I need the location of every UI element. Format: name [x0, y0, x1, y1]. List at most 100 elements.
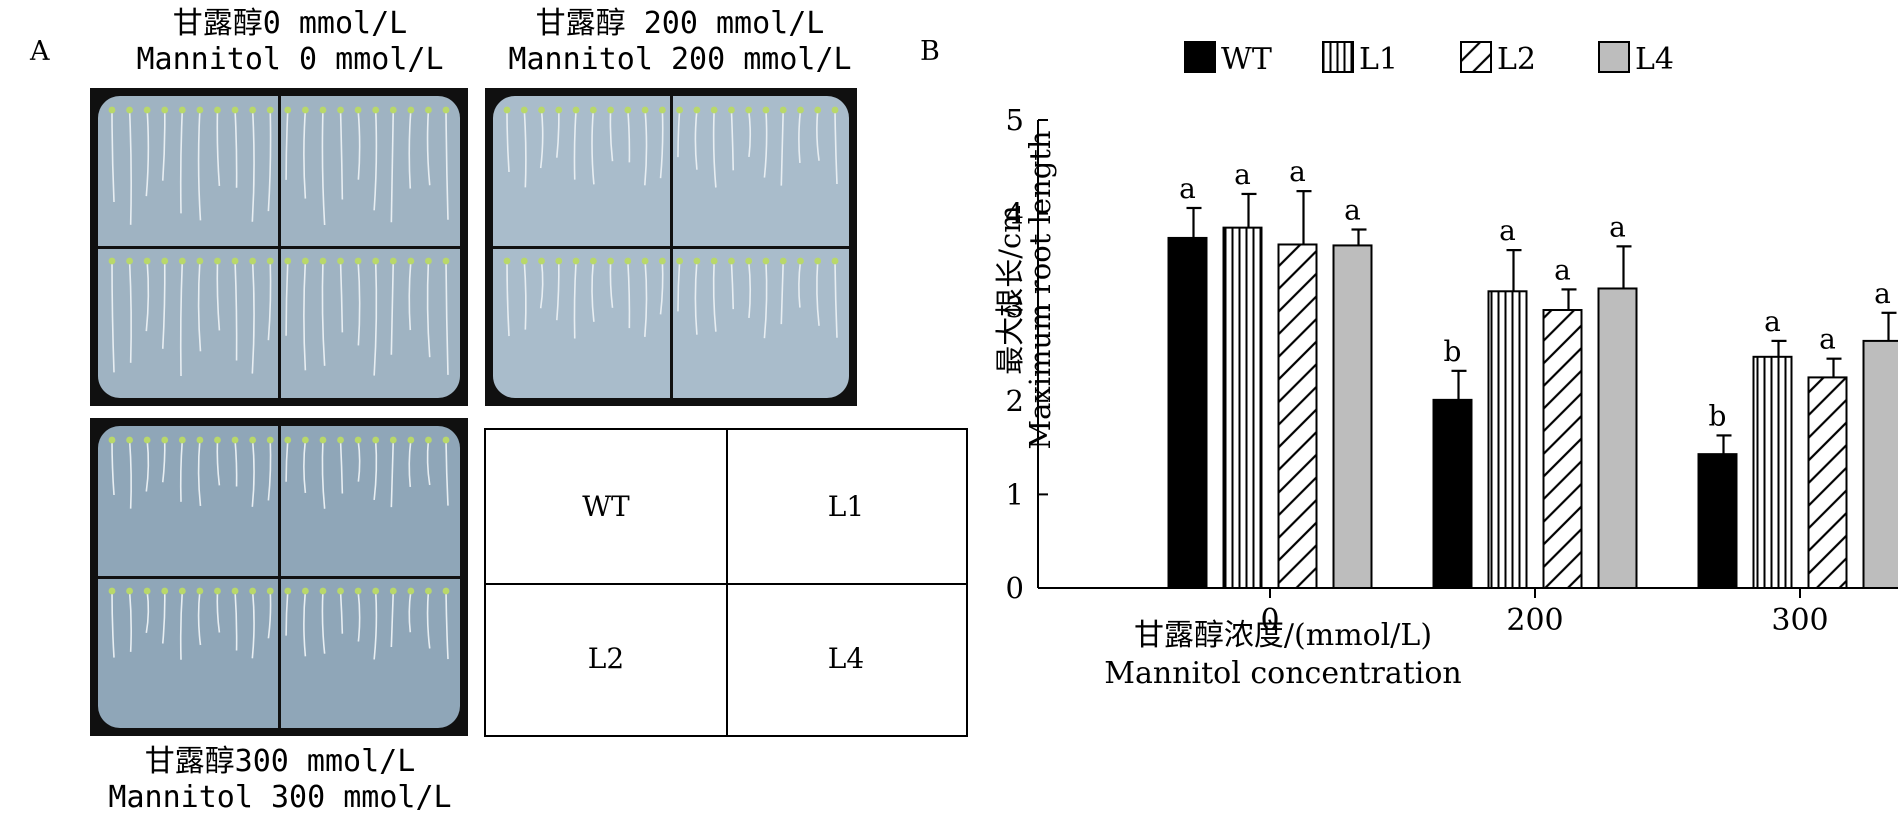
seedling-root — [267, 260, 272, 341]
caption-200mm-cn: 甘露醇 200 mmol/L — [535, 6, 825, 41]
seedling-leaf — [108, 436, 116, 444]
seedling-root — [145, 260, 150, 332]
seedling-leaf — [779, 257, 787, 265]
seedling-root — [339, 260, 344, 333]
seedling-root — [111, 260, 115, 373]
significance-letter: a — [1179, 172, 1196, 205]
seedling-leaf — [745, 106, 753, 114]
seedling-leaf — [196, 106, 204, 114]
seedling-root — [357, 590, 361, 642]
seedling-root — [816, 260, 820, 326]
seedling-leaf — [196, 587, 204, 595]
legend-swatch-l2 — [1460, 41, 1492, 73]
seedling-root — [161, 590, 166, 644]
seedling-leaf — [607, 257, 614, 265]
seedling-root — [730, 109, 735, 171]
seedling-leaf — [301, 587, 309, 595]
seedling-leaf — [231, 106, 239, 114]
seedling-root — [730, 260, 735, 310]
seedling-leaf — [442, 436, 450, 444]
seedling-root — [627, 260, 631, 329]
seedling-leaf — [143, 587, 151, 595]
panel-a-letter: A — [30, 36, 50, 67]
seedling-leaf — [372, 436, 380, 444]
seedling-leaf — [354, 106, 362, 114]
significance-letter: a — [1609, 210, 1626, 243]
seedling-root — [677, 109, 681, 158]
seedling-leaf — [214, 436, 221, 444]
seedling-leaf — [231, 257, 239, 265]
seedling-root — [780, 109, 785, 186]
seedling-leaf — [538, 106, 545, 114]
seedling-root — [426, 109, 431, 186]
seedling-root — [539, 260, 544, 309]
seedling-root — [712, 260, 717, 332]
seedling-leaf — [503, 106, 511, 114]
seedling-leaf — [407, 436, 415, 444]
seedling-root — [609, 260, 614, 308]
seedling-leaf — [284, 257, 292, 265]
bar-l2 — [1277, 243, 1318, 589]
seedling-root — [234, 439, 238, 487]
seedling-leaf — [831, 106, 839, 114]
seedling-root — [408, 439, 412, 488]
seedling-root — [659, 109, 664, 179]
significance-letter: a — [1764, 305, 1781, 338]
seedling-leaf — [319, 257, 327, 265]
significance-letter: a — [1554, 253, 1571, 286]
seedling-root — [694, 260, 698, 335]
seedling-root — [303, 260, 307, 371]
seedling-leaf — [337, 106, 344, 114]
seedling-root — [216, 590, 221, 633]
seedling-root — [321, 109, 326, 226]
seedling-root — [659, 260, 664, 315]
seedling-leaf — [641, 106, 649, 114]
seedling-root — [179, 439, 184, 502]
seedling-root — [179, 590, 184, 660]
seedling-leaf — [126, 436, 133, 444]
y-axis-label-en: Maximum root length — [1023, 130, 1057, 449]
caption-300mm-en: Mannitol 300 mmol/L — [108, 780, 452, 815]
seedling-leaf — [337, 587, 344, 595]
seedling-root — [591, 260, 595, 322]
seedling-leaf — [249, 587, 257, 595]
seedling-leaf — [143, 106, 151, 114]
seedling-leaf — [624, 257, 632, 265]
seedling-leaf — [658, 106, 666, 114]
seedling-leaf — [249, 436, 257, 444]
seedling-root — [197, 590, 202, 646]
seedling-root — [390, 109, 395, 223]
seedling-root — [712, 109, 717, 188]
seedling-leaf — [337, 436, 344, 444]
seedling-leaf — [710, 257, 718, 265]
bar-l1 — [1752, 355, 1793, 590]
significance-letter: a — [1819, 323, 1836, 356]
seedling-leaf — [319, 436, 327, 444]
legend-l1-cell: L1 — [827, 489, 865, 523]
seedlings-layer — [108, 106, 839, 660]
seedling-leaf — [178, 106, 186, 114]
seedling-root — [128, 439, 132, 509]
seedling-root — [834, 109, 838, 185]
seedling-leaf — [178, 436, 186, 444]
caption-0mm-cn: 甘露醇0 mmol/L — [172, 6, 408, 41]
seedling-root — [111, 109, 115, 203]
seedling-root — [179, 260, 184, 376]
seedling-root — [523, 109, 527, 188]
seedling-leaf — [728, 106, 735, 114]
seedling-root — [197, 109, 202, 221]
seedling-leaf — [589, 106, 597, 114]
seedling-leaf — [407, 587, 415, 595]
caption-0mm: 甘露醇0 mmol/L Mannitol 0 mmol/L — [90, 6, 490, 78]
seedling-leaf — [389, 436, 397, 444]
seedling-root — [798, 109, 802, 163]
seedling-leaf — [284, 587, 292, 595]
seedling-leaf — [161, 106, 169, 114]
seedling-leaf — [389, 257, 397, 265]
seedling-root — [523, 260, 527, 330]
seedling-root — [197, 260, 202, 352]
y-tick-label: 3 — [1006, 290, 1024, 324]
legend-wt-cell: WT — [582, 489, 630, 523]
x-axis-label-en: Mannitol concentration — [1104, 656, 1461, 691]
